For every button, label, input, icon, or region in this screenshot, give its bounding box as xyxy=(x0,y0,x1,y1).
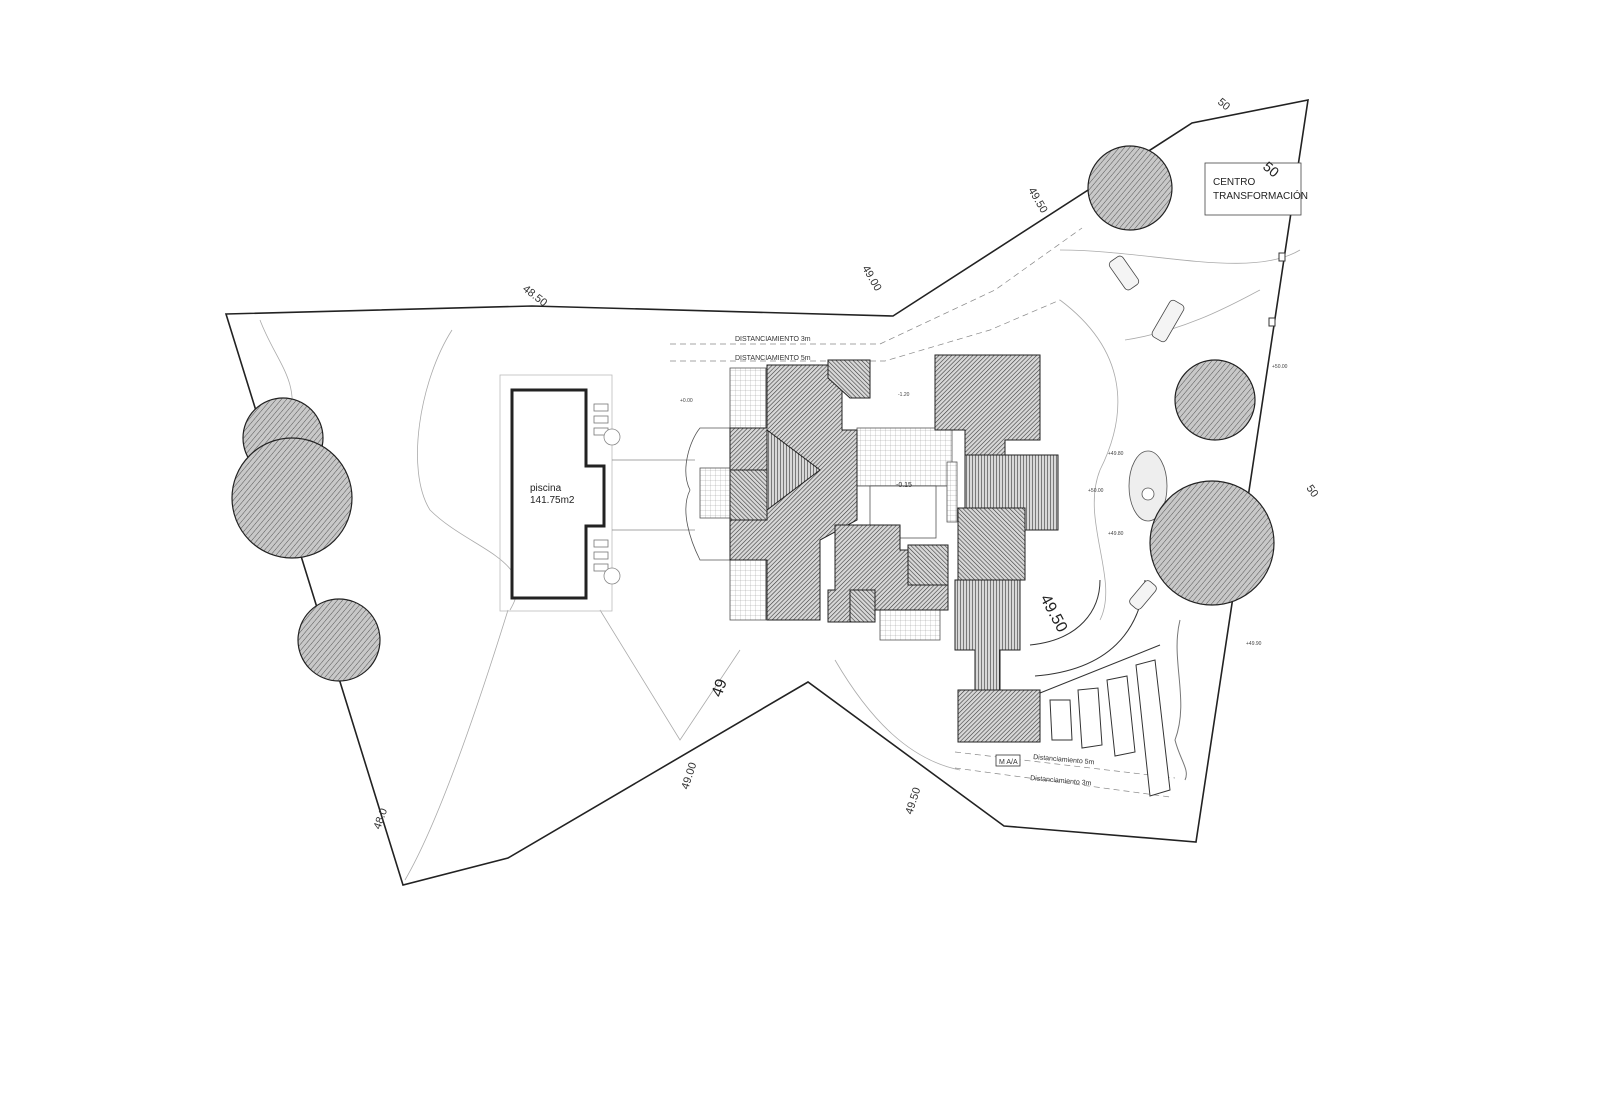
tree-ne xyxy=(1087,145,1173,231)
contour-4900-n: 49.00 xyxy=(859,264,883,294)
contour-50-e: 50 xyxy=(1304,483,1321,500)
cars xyxy=(1108,255,1185,610)
setback-5m-top: DISTANCIAMIENTO 5m xyxy=(735,355,811,362)
contour-49-s: 49 xyxy=(709,677,731,700)
contour-4950-e: 49.50 xyxy=(1036,592,1070,635)
parking-stalls xyxy=(1049,659,1171,797)
fountain xyxy=(1128,450,1168,522)
maa-box xyxy=(995,754,1021,767)
transformer-box xyxy=(1204,162,1302,216)
setback-lines xyxy=(670,227,1176,798)
level-5000-a: +50.00 xyxy=(1088,488,1104,494)
contour-480: 48.0 xyxy=(372,807,391,831)
tree-w3 xyxy=(297,598,381,682)
contour-4900-s: 49.00 xyxy=(679,761,699,791)
level-4980-b: +49.80 xyxy=(1108,531,1124,537)
pool-name: piscina xyxy=(530,483,562,494)
level-000: +0.00 xyxy=(680,398,693,404)
pool-area: 141.75m2 xyxy=(530,495,575,506)
contour-4950-ne: 49.50 xyxy=(1025,186,1049,216)
maa-label: M A/A xyxy=(999,759,1018,766)
level-5000-b: +50.00 xyxy=(1272,364,1288,370)
transformer-label-1: CENTRO xyxy=(1213,177,1255,188)
property-boundary xyxy=(224,98,1309,886)
tree-w2 xyxy=(231,437,353,559)
setback-3m-top: DISTANCIAMIENTO 3m xyxy=(735,336,811,343)
trees xyxy=(231,145,1275,682)
level-4980-a: +49.80 xyxy=(1108,451,1124,457)
setback-3m-bottom: Distanciamiento 3m xyxy=(1030,775,1092,787)
tree-e2 xyxy=(1149,480,1275,606)
contour-4950-s: 49.50 xyxy=(903,786,923,816)
gate-posts xyxy=(1268,252,1286,327)
setback-5m-bottom: Distanciamiento 5m xyxy=(1033,754,1095,766)
tree-e1 xyxy=(1174,359,1256,441)
pool xyxy=(499,374,695,612)
level-4990: +49.90 xyxy=(1246,641,1262,647)
level-120: -1.20 xyxy=(898,392,910,398)
shrub-outline xyxy=(1174,619,1187,781)
contour-50-top: 50 xyxy=(1215,96,1232,113)
roofs xyxy=(729,354,1059,743)
transformer-label-2: TRANSFORMACIÓN xyxy=(1213,189,1308,202)
courtyard-level: -0.15 xyxy=(896,482,912,489)
house-terraces xyxy=(685,367,958,641)
